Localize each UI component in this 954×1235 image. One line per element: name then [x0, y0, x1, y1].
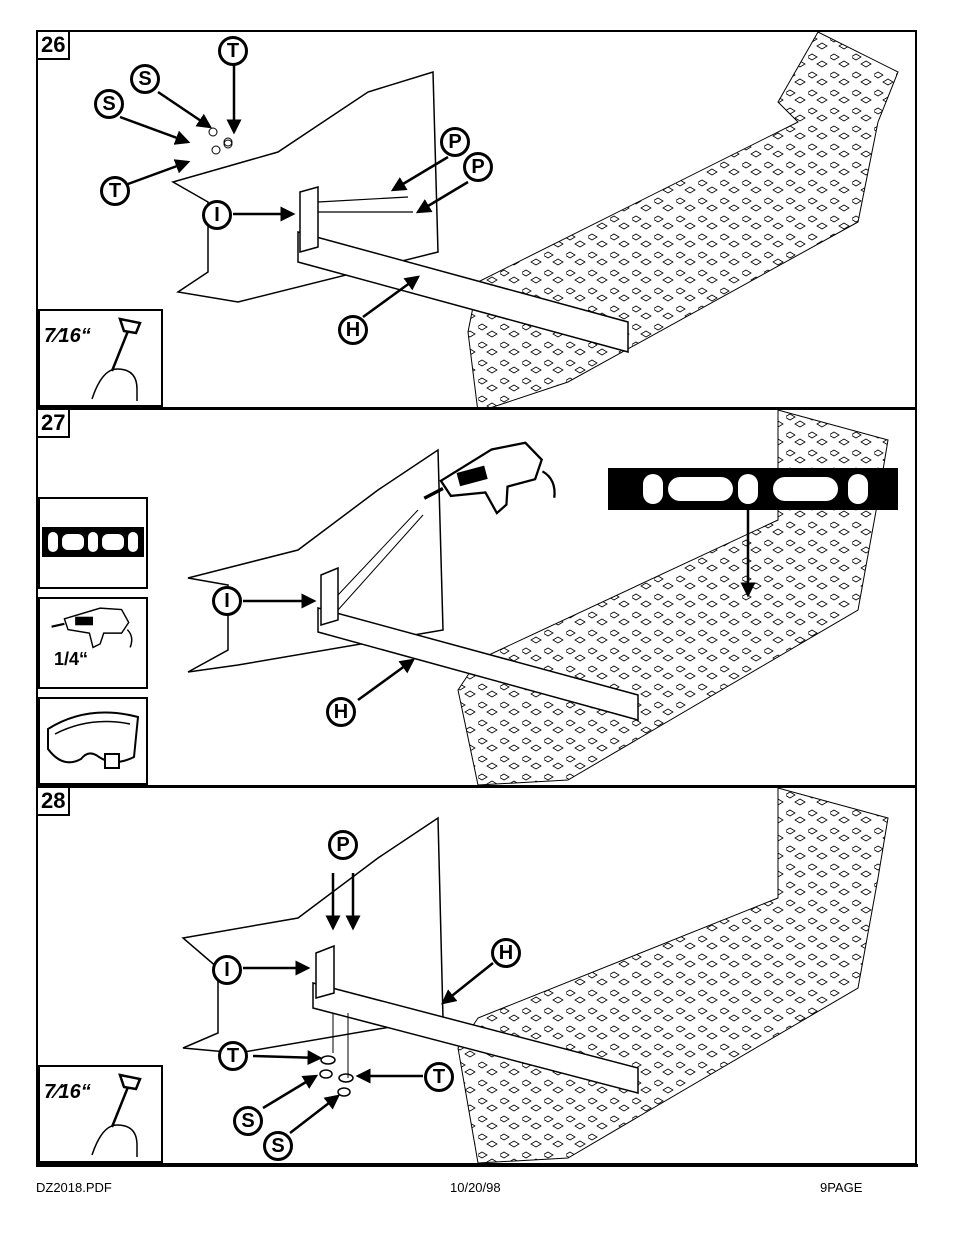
goggles-tool-box: [38, 697, 148, 785]
callout-h: H: [338, 315, 368, 345]
step-28-illustration: [181, 788, 889, 1163]
callout-t: T: [218, 36, 248, 66]
callout-s: S: [263, 1131, 293, 1161]
step-number: 28: [38, 788, 71, 816]
callout-p: P: [328, 830, 358, 860]
footer-page: 9PAGE: [820, 1180, 863, 1195]
callout-h: H: [326, 697, 356, 727]
step-26-illustration: [119, 32, 899, 407]
level-icon: [42, 527, 144, 557]
drill-icon: [50, 607, 133, 649]
callout-t: T: [218, 1041, 248, 1071]
callout-i: I: [212, 955, 242, 985]
drill-size: 1/4“: [54, 649, 89, 669]
step-number: 26: [38, 32, 71, 60]
callout-t: T: [100, 176, 130, 206]
footer-file: DZ2018.PDF: [36, 1180, 112, 1195]
wrench-tool-box: 7⁄16“: [38, 1065, 163, 1163]
wrench-size: 7⁄16“: [44, 1081, 91, 1103]
callout-s: S: [94, 89, 124, 119]
wrench-hand-icon: [91, 317, 142, 401]
wrench-tool-box: 7⁄16“: [38, 309, 163, 407]
drill-tool-box: 1/4“: [38, 597, 148, 689]
callout-p: P: [463, 152, 493, 182]
wrench-size: 7⁄16“: [44, 325, 91, 347]
callout-p: P: [440, 127, 470, 157]
step-27-illustration: [187, 410, 898, 785]
level-tool-box: [38, 497, 148, 589]
callout-i: I: [202, 200, 232, 230]
callout-h: H: [491, 938, 521, 968]
step-number: 27: [38, 410, 71, 438]
callout-s: S: [130, 64, 160, 94]
step-27-panel: 27 I H 1/4“: [36, 408, 917, 787]
callout-i: I: [212, 586, 242, 616]
step-26-panel: 26 T S S T I P P H 7⁄16“: [36, 30, 917, 409]
footer-date: 10/20/98: [450, 1180, 501, 1195]
wrench-hand-icon: [91, 1073, 142, 1157]
callout-s: S: [233, 1106, 263, 1136]
step-28-panel: 28 P H I T T S S 7⁄16“: [36, 786, 917, 1165]
safety-goggles-icon: [47, 711, 140, 769]
footer-rule: [36, 1164, 918, 1167]
callout-t: T: [424, 1062, 454, 1092]
